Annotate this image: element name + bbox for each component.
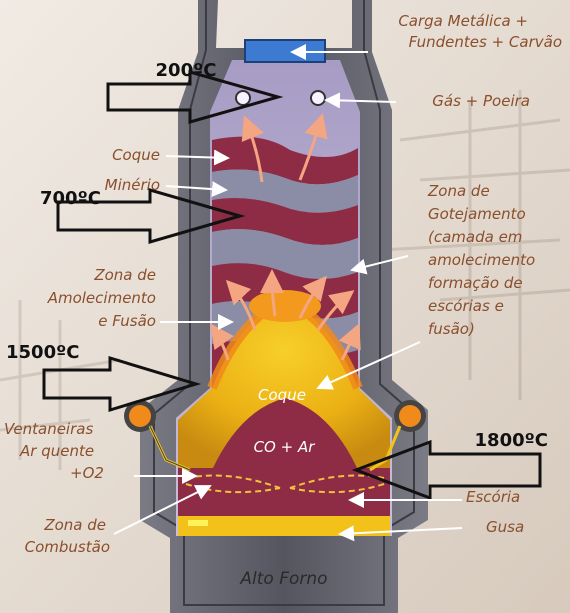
drip-zone-line: amolecimento [428, 251, 535, 269]
slag-label: Escória [466, 488, 520, 506]
tuyeres-line: Ar quente [19, 442, 94, 460]
temp-1500-label: 1500ºC [6, 342, 79, 363]
temp-200-label: 200ºC [156, 60, 217, 81]
temp-1800-label: 1800ºC [475, 430, 548, 451]
gas-port-right [311, 91, 325, 105]
minerio-label: Minério [105, 176, 160, 194]
drip-zone-line: Gotejamento [428, 205, 526, 223]
tuyeres-line: +O2 [70, 464, 104, 482]
charge-label-line2: Fundentes + Carvão [409, 33, 562, 51]
furnace-title: Alto Forno [239, 569, 327, 589]
raceway-band [178, 468, 390, 498]
combustion-zone-line: Zona de [43, 516, 106, 534]
co-ar-label: CO + Ar [254, 438, 316, 456]
charge-label-line1: Carga Metálica + [398, 12, 528, 30]
tap-hole [188, 520, 208, 526]
temp-700-label: 700ºC [40, 188, 101, 209]
gas-label: Gás + Poeira [432, 92, 530, 110]
drip-zone-line: escórias e [428, 297, 504, 315]
tuyeres-line: Ventaneiras [4, 420, 93, 438]
softening-zone-line: Zona de [93, 266, 156, 284]
coque-mid-label: Coque [258, 386, 306, 404]
drip-zone-line: Zona de [427, 182, 490, 200]
combustion-zone-line: Combustão [25, 538, 110, 556]
coque-top-label: Coque [112, 146, 160, 164]
molten-top [249, 290, 321, 322]
drip-zone-line: fusão) [428, 320, 475, 338]
pig-iron-label: Gusa [486, 518, 524, 536]
softening-zone-line: e Fusão [98, 312, 156, 330]
drip-zone-line: formação de [428, 274, 523, 292]
softening-zone-line: Amolecimento [47, 289, 156, 307]
drip-zone-line: (camada em [428, 228, 522, 246]
